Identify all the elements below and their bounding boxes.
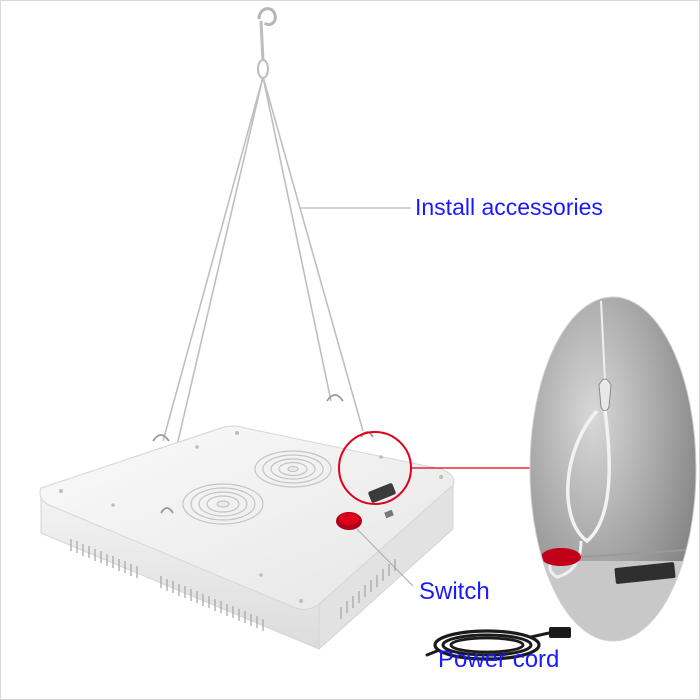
grow-light-housing <box>39 394 455 651</box>
hanging-wires <box>162 76 364 472</box>
switch-label: Switch <box>419 578 490 605</box>
install-accessories-label: Install accessories <box>415 194 603 220</box>
power-socket <box>368 483 396 503</box>
rocker-switch <box>336 512 362 530</box>
screws <box>59 431 443 603</box>
switch-callout-line <box>356 528 414 587</box>
hanging-hook <box>257 7 277 79</box>
vent-slots-left <box>70 539 264 631</box>
vent-slots-right <box>340 559 396 619</box>
cooling-fan-2 <box>254 450 332 488</box>
power-cord-label: Power cord <box>438 646 560 673</box>
power-cord <box>425 627 571 661</box>
zoom-inset <box>530 297 696 641</box>
cooling-fan-1 <box>182 483 264 525</box>
